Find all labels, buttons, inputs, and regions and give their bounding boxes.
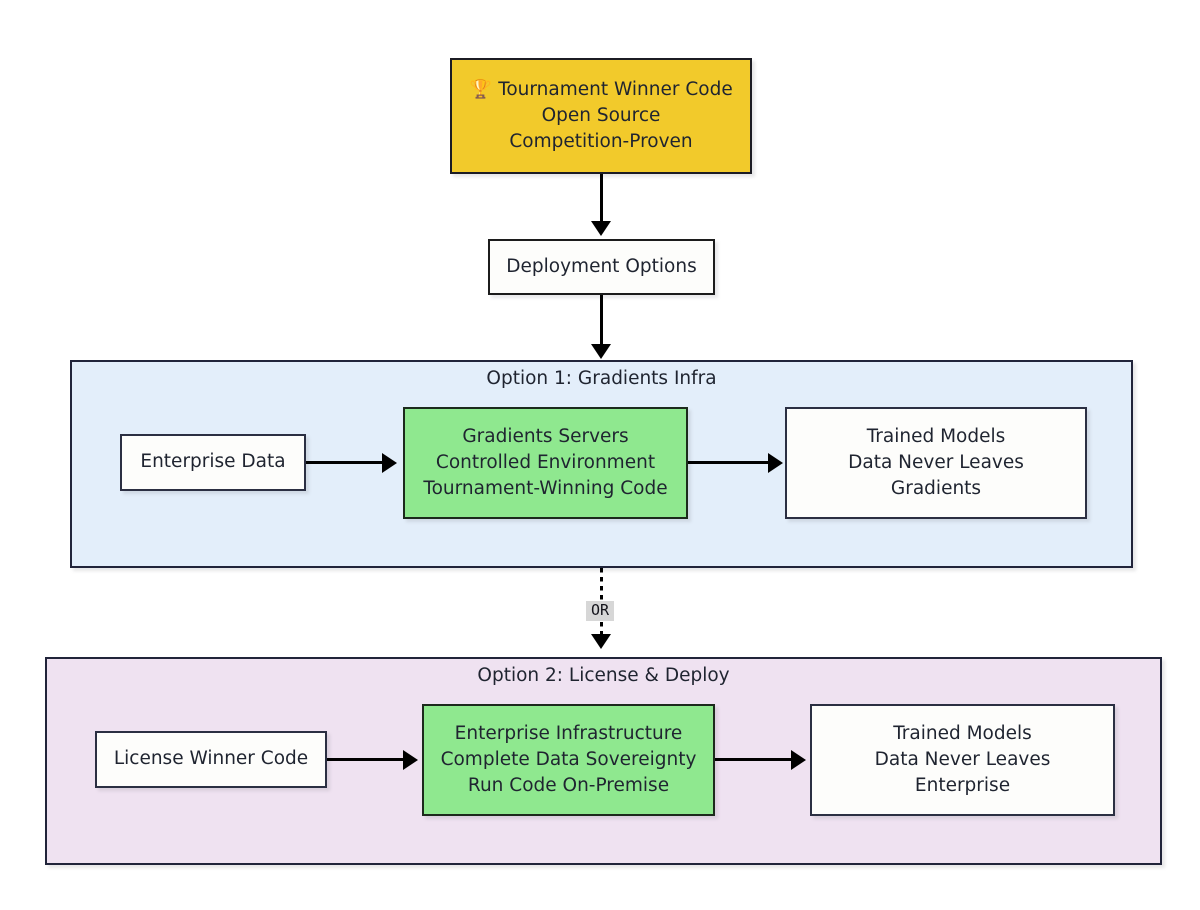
node-enterprise-data[interactable]: Enterprise Data (120, 434, 306, 491)
subgraph-option-2: Option 2: License & Deploy License Winne… (45, 657, 1162, 865)
trained-models-enterprise-line-3: Enterprise (914, 775, 1011, 797)
edge-license-to-infra-arrow (403, 750, 418, 770)
subgraph-option-1-title: Option 1: Gradients Infra (486, 368, 717, 389)
edge-license-to-infra-line (327, 758, 405, 761)
subgraph-option-2-title: Option 2: License & Deploy (477, 665, 730, 686)
winner-line-2: Open Source (541, 104, 661, 126)
enterprise-infra-line-3: Run Code On-Premise (467, 775, 670, 797)
edge-data-to-servers-arrow (382, 453, 397, 473)
edge-servers-to-models-line (688, 461, 770, 464)
edge-option1-to-option2-dotline-upper (600, 568, 603, 601)
trained-models-gradients-line-2: Data Never Leaves (848, 451, 1024, 473)
edge-winner-to-deployment-arrow (591, 221, 611, 236)
node-gradients-servers[interactable]: Gradients Servers Controlled Environment… (403, 407, 688, 519)
trophy-icon: 🏆 (469, 78, 493, 100)
trained-models-enterprise-line-2: Data Never Leaves (874, 748, 1051, 770)
edge-option1-to-option2-arrow (591, 634, 611, 649)
edge-or-badge: OR (586, 601, 615, 621)
trained-models-gradients-line-1: Trained Models (866, 425, 1006, 447)
enterprise-data-label: Enterprise Data (140, 451, 286, 473)
trained-models-enterprise-line-1: Trained Models (893, 722, 1032, 744)
edge-servers-to-models-arrow (768, 453, 783, 473)
winner-line-3: Competition-Proven (509, 131, 693, 153)
enterprise-infra-line-1: Enterprise Infrastructure (454, 722, 683, 744)
license-winner-code-label: License Winner Code (113, 748, 309, 770)
edge-option1-to-option2-dotline-lower (600, 622, 603, 638)
winner-title-text: Tournament Winner Code (498, 78, 733, 100)
edge-winner-to-deployment-line (600, 174, 603, 224)
winner-line-1: 🏆 Tournament Winner Code (469, 77, 732, 103)
gradients-servers-line-1: Gradients Servers (462, 425, 629, 447)
edge-infra-to-models-arrow (791, 750, 806, 770)
edge-infra-to-models-line (715, 758, 793, 761)
node-deployment-options[interactable]: Deployment Options (488, 239, 715, 295)
node-enterprise-infrastructure[interactable]: Enterprise Infrastructure Complete Data … (422, 704, 715, 816)
node-tournament-winner-code[interactable]: 🏆 Tournament Winner Code Open Source Com… (450, 58, 752, 174)
edge-deployment-to-option1-arrow (591, 344, 611, 359)
edge-data-to-servers-line (306, 461, 384, 464)
gradients-servers-line-2: Controlled Environment (435, 451, 656, 473)
deployment-options-label: Deployment Options (506, 255, 697, 277)
edge-deployment-to-option1-line (600, 295, 603, 347)
subgraph-option-1: Option 1: Gradients Infra Enterprise Dat… (70, 360, 1133, 568)
enterprise-infra-line-2: Complete Data Sovereignty (440, 748, 697, 770)
node-trained-models-gradients[interactable]: Trained Models Data Never Leaves Gradien… (785, 407, 1087, 519)
trained-models-gradients-line-3: Gradients (890, 478, 982, 500)
node-license-winner-code[interactable]: License Winner Code (95, 731, 327, 788)
gradients-servers-line-3: Tournament-Winning Code (423, 478, 668, 500)
node-trained-models-enterprise[interactable]: Trained Models Data Never Leaves Enterpr… (810, 704, 1115, 816)
